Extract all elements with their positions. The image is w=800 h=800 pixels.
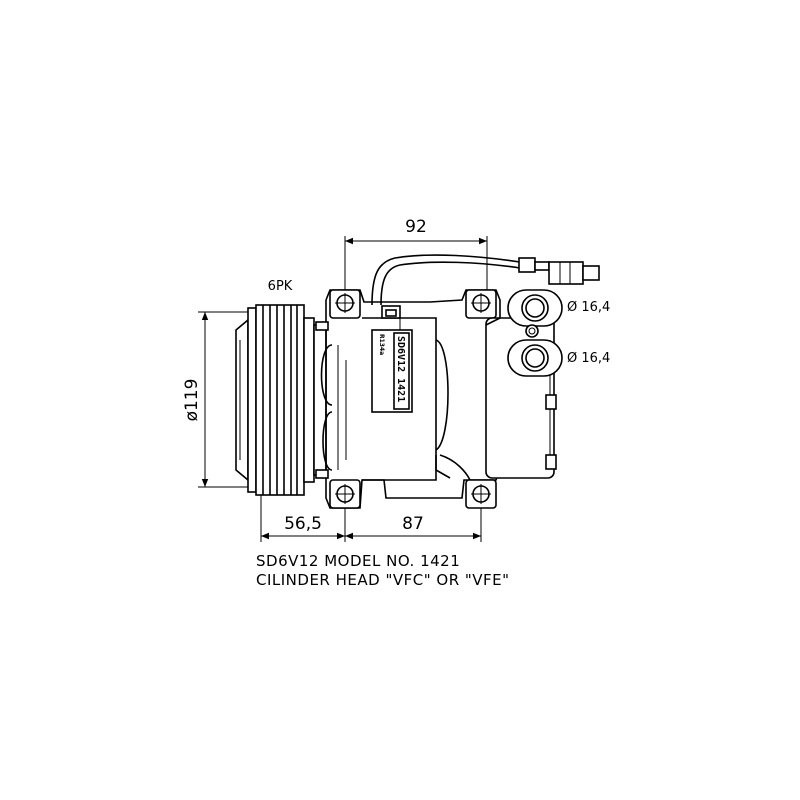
pulley-grooves-label: 6PK [268, 279, 293, 294]
label-plate-refrigerant: R134a [378, 334, 385, 355]
dimension-92-text: 92 [405, 217, 427, 237]
front-offset-text: 56,5 [284, 514, 322, 534]
pulley-diameter-text: ø119 [182, 379, 202, 422]
mounting-ear-bottom-right [465, 479, 497, 509]
caption-cylinder-head: CILINDER HEAD "VFC" OR "VFE" [256, 571, 510, 589]
service-port-lower [507, 339, 563, 377]
cylinder-block [362, 305, 471, 481]
label-plate: SD6V12 1421 R134a [371, 329, 413, 413]
port-upper-diameter: Ø 16,4 [567, 300, 610, 315]
wire-connector [518, 257, 600, 285]
electrical-wire [371, 254, 521, 306]
caption-model: SD6V12 MODEL NO. 1421 [256, 552, 460, 570]
port-lower-diameter: Ø 16,4 [567, 351, 610, 366]
mounting-ear-top-left [329, 289, 361, 319]
service-port-upper [507, 289, 563, 327]
mounting-ear-top-right [465, 289, 497, 319]
dimension-92: 92 [344, 217, 488, 300]
dimension-front-offset: 56,5 [260, 495, 346, 542]
port-fitting-center [525, 324, 539, 338]
mounting-ear-bottom-left [329, 479, 361, 509]
label-plate-model: SD6V12 1421 [395, 336, 406, 402]
dimension-pulley-diameter: ø119 [182, 311, 262, 488]
mount-spacing-text: 87 [402, 514, 424, 534]
dimension-mount-spacing: 87 [345, 508, 482, 542]
pulley [235, 304, 327, 496]
